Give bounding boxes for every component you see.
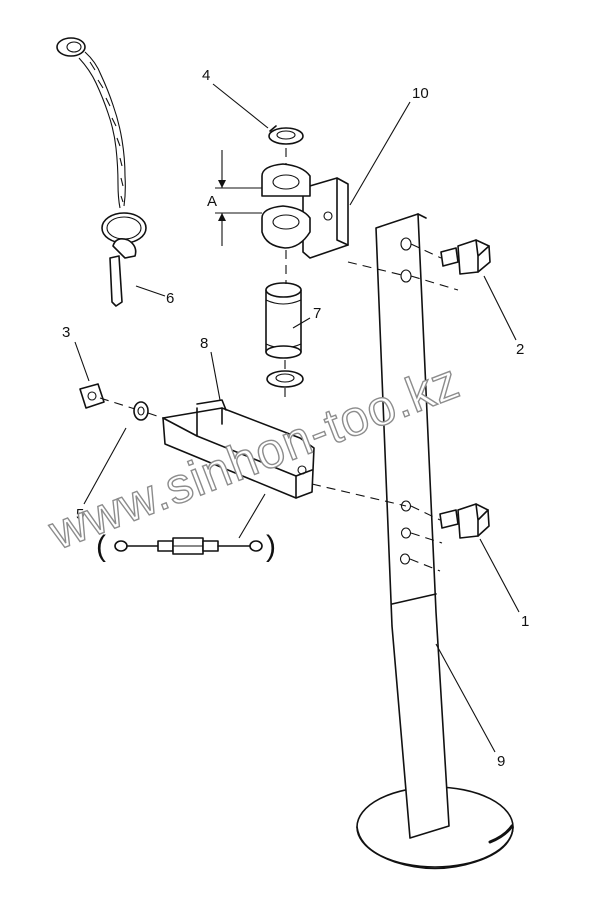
callout-8: 8 xyxy=(200,335,208,352)
turnbuckle-accessory xyxy=(114,537,263,555)
callout-labels: 1 2 3 4 5 6 7 8 9 10 A ( ) xyxy=(62,67,529,770)
callout-10: 10 xyxy=(412,85,429,102)
callout-7: 7 xyxy=(313,305,321,322)
callout-5: 5 xyxy=(76,506,84,523)
part-7-pin xyxy=(265,282,304,388)
part-10-clevis-bracket xyxy=(261,163,349,259)
part-2-bolt xyxy=(440,239,491,275)
accessory-paren-close: ) xyxy=(266,530,276,563)
part-5-lock-washer xyxy=(133,401,149,421)
part-1-bolt xyxy=(439,503,490,539)
alignment-lines xyxy=(99,148,459,572)
part-4-retaining-clip xyxy=(268,125,304,145)
dimension-a-label: A xyxy=(207,193,217,210)
leader-lines xyxy=(74,83,520,753)
callout-3: 3 xyxy=(62,324,70,341)
dimension-a xyxy=(215,150,262,246)
part-3-square-nut xyxy=(79,383,105,409)
callout-1: 1 xyxy=(521,613,529,630)
accessory-paren-open: ( xyxy=(96,530,106,563)
part-6-linch-pin-with-chain xyxy=(56,37,147,307)
part-9-support-leg xyxy=(356,213,514,870)
callout-4: 4 xyxy=(202,67,210,84)
callout-6: 6 xyxy=(166,290,174,307)
callout-2: 2 xyxy=(516,341,524,358)
part-8-channel-bracket xyxy=(162,399,315,499)
callout-9: 9 xyxy=(497,753,505,770)
